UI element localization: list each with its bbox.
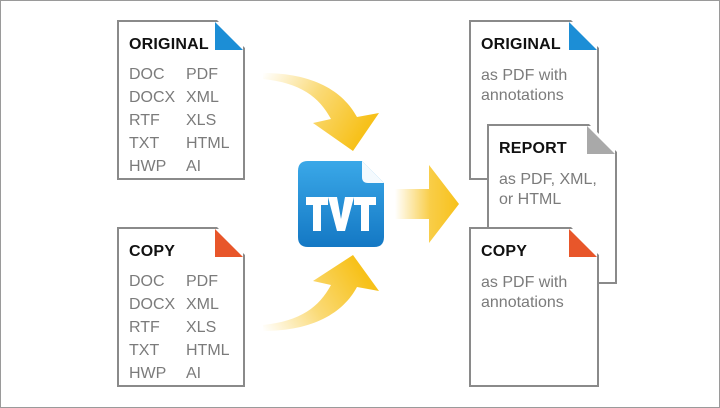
format-item: PDF: [186, 273, 218, 290]
output-original-description: as PDF with annotations: [481, 66, 601, 106]
format-item: DOC: [129, 66, 165, 83]
input-copy-document: COPY DOC PDF DOCX XML RTF XLS TXT HTML H…: [117, 227, 245, 387]
description-line: annotations: [481, 87, 564, 104]
input-copy-title: COPY: [129, 243, 176, 260]
format-item: AI: [186, 158, 202, 175]
format-item: DOCX: [129, 89, 176, 106]
format-item: RTF: [129, 112, 160, 129]
format-item: AI: [186, 365, 202, 382]
output-copy-title: COPY: [481, 243, 528, 260]
format-item: HWP: [129, 158, 167, 175]
output-report-title: REPORT: [499, 140, 567, 157]
description-line: or HTML: [499, 191, 562, 208]
format-item: XLS: [186, 319, 217, 336]
format-item: TXT: [129, 342, 160, 359]
doc-corner-blue-icon: [569, 22, 597, 50]
format-item: PDF: [186, 66, 218, 83]
input-original-formats: DOC PDF DOCX XML RTF XLS TXT HTML HWP AI: [129, 65, 246, 177]
arrow-copy-to-logo: [263, 255, 379, 331]
doc-corner-orange-icon: [569, 229, 597, 257]
input-original-title: ORIGINAL: [129, 36, 209, 53]
format-item: XML: [186, 89, 219, 106]
output-copy-document: COPY as PDF with annotations: [469, 227, 599, 387]
description-line: as PDF, XML,: [499, 171, 597, 188]
format-item: HTML: [186, 135, 230, 152]
description-line: as PDF with: [481, 274, 568, 291]
output-report-description: as PDF, XML, or HTML: [499, 170, 619, 210]
arrow-logo-to-outputs: [395, 165, 459, 243]
format-item: DOCX: [129, 296, 176, 313]
doc-corner-gray-icon: [587, 126, 615, 154]
output-copy-description: as PDF with annotations: [481, 273, 601, 313]
format-item: XLS: [186, 112, 217, 129]
tvt-logo-icon: [298, 161, 384, 247]
output-original-title: ORIGINAL: [481, 36, 561, 53]
arrow-original-to-logo: [263, 73, 379, 151]
format-item: HWP: [129, 365, 167, 382]
input-copy-formats: DOC PDF DOCX XML RTF XLS TXT HTML HWP AI: [129, 272, 246, 384]
description-line: as PDF with: [481, 67, 568, 84]
description-line: annotations: [481, 294, 564, 311]
format-item: RTF: [129, 319, 160, 336]
doc-corner-orange-icon: [215, 229, 243, 257]
doc-corner-blue-icon: [215, 22, 243, 50]
tvt-logo: [298, 161, 384, 247]
format-item: HTML: [186, 342, 230, 359]
format-item: DOC: [129, 273, 165, 290]
input-original-document: ORIGINAL DOC PDF DOCX XML RTF XLS TXT HT…: [117, 20, 245, 180]
format-item: XML: [186, 296, 219, 313]
format-item: TXT: [129, 135, 160, 152]
